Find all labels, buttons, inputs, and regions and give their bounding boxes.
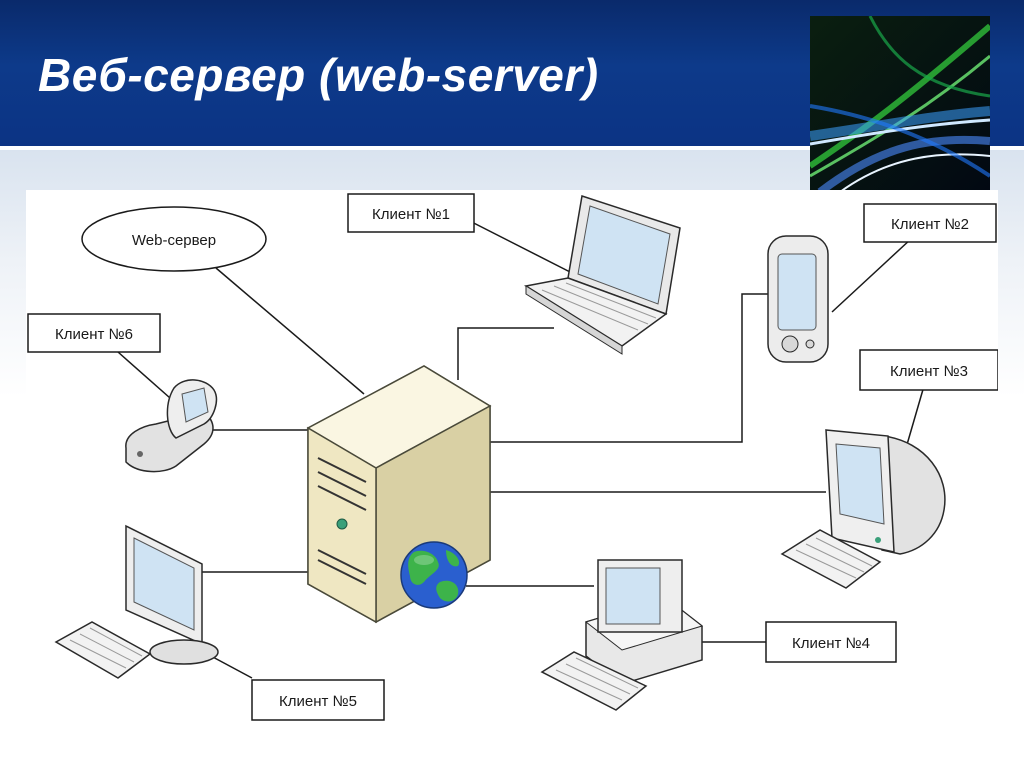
client-6-label-box: Клиент №6: [27, 313, 161, 353]
header-divider: [0, 146, 1024, 150]
laptop-icon: [523, 195, 681, 355]
client-3-label-box: Клиент №3: [859, 349, 998, 391]
client-4-label-box: Клиент №4: [765, 621, 897, 663]
flat-monitor-icon: [54, 524, 219, 679]
client-3-label: Клиент №3: [890, 363, 968, 380]
client-1-label: Клиент №1: [372, 206, 450, 223]
connector-client-1: [457, 327, 554, 380]
globe-icon: [400, 541, 468, 609]
leader-client-6: [117, 351, 171, 399]
leader-client-3: [905, 385, 925, 449]
light-streaks-image: [810, 16, 990, 192]
client-5-label-box: Клиент №5: [251, 679, 385, 721]
client-4-label: Клиент №4: [792, 635, 870, 652]
server-label-bubble: Web-сервер: [81, 206, 267, 272]
crt-monitor-icon: [780, 429, 946, 589]
server-label: Web-сервер: [132, 232, 216, 249]
client-1-label-box: Клиент №1: [347, 193, 475, 233]
desktop-computer-icon: [540, 559, 704, 711]
mobile-phone-icon: [125, 379, 218, 473]
network-diagram: Web-сервер: [26, 190, 998, 722]
client-6-label: Клиент №6: [55, 326, 133, 343]
client-2-label-box: Клиент №2: [863, 203, 997, 243]
leader-client-1: [455, 213, 575, 275]
leader-client-2: [831, 237, 913, 313]
pda-icon: [767, 235, 829, 363]
connector-server-label: [215, 267, 365, 395]
client-2-label: Клиент №2: [891, 216, 969, 233]
slide-title: Веб-сервер (web-server): [38, 49, 599, 101]
connector-lines: [117, 213, 925, 679]
client-5-label: Клиент №5: [279, 693, 357, 710]
connector-client-2: [490, 293, 770, 443]
